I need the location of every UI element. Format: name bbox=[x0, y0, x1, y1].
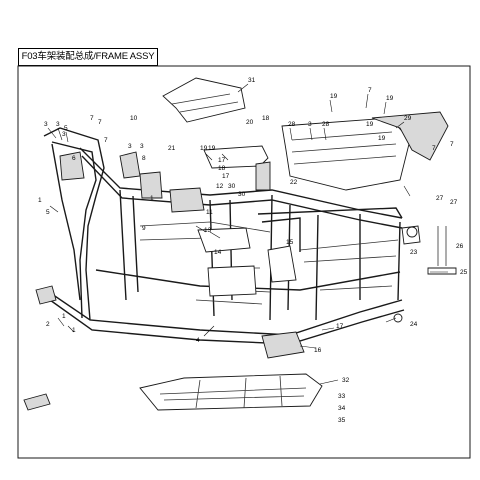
callout-5: 5 bbox=[46, 209, 50, 216]
fwd-arrow-icon bbox=[23, 393, 51, 411]
callout-1: 1 bbox=[72, 327, 76, 334]
callout-8: 8 bbox=[142, 155, 146, 162]
callout-7: 7 bbox=[104, 137, 108, 144]
callout-1: 1 bbox=[62, 313, 66, 320]
callout-19: 19 bbox=[208, 145, 216, 152]
callout-3: 3 bbox=[308, 121, 312, 128]
callout-28: 28 bbox=[322, 121, 330, 128]
callout-7: 7 bbox=[368, 87, 372, 94]
callout-12: 12 bbox=[216, 183, 224, 190]
callout-20: 20 bbox=[246, 119, 254, 126]
callout-34: 34 bbox=[338, 405, 346, 412]
callout-30: 30 bbox=[238, 191, 246, 198]
part-22-bracket bbox=[203, 145, 271, 191]
callout-3: 3 bbox=[140, 143, 144, 150]
part-15 bbox=[267, 245, 297, 283]
callout-7: 7 bbox=[98, 119, 102, 126]
callout-7: 7 bbox=[90, 115, 94, 122]
callout-14: 14 bbox=[214, 249, 222, 256]
callout-19: 19 bbox=[366, 121, 374, 128]
callout-3: 3 bbox=[128, 143, 132, 150]
callout-17: 17 bbox=[336, 323, 344, 330]
callout-25: 25 bbox=[460, 269, 468, 276]
callout-17: 17 bbox=[222, 173, 230, 180]
callout-4: 4 bbox=[196, 337, 200, 344]
callout-7: 7 bbox=[432, 145, 436, 152]
callout-19: 19 bbox=[386, 95, 394, 102]
callout-7: 7 bbox=[450, 141, 454, 148]
callout-24: 24 bbox=[410, 321, 418, 328]
callout-5: 5 bbox=[64, 125, 68, 132]
callout-26: 26 bbox=[456, 243, 464, 250]
callout-9: 9 bbox=[142, 225, 146, 232]
callout-3: 3 bbox=[44, 121, 48, 128]
callout-2: 2 bbox=[46, 321, 50, 328]
callout-17: 17 bbox=[218, 157, 226, 164]
callout-1: 1 bbox=[150, 195, 154, 202]
callout-10: 10 bbox=[130, 115, 138, 122]
callout-3: 3 bbox=[62, 131, 66, 138]
front-brackets bbox=[35, 151, 205, 305]
callout-29: 29 bbox=[404, 115, 412, 122]
callout-16: 16 bbox=[314, 347, 322, 354]
callout-33: 33 bbox=[338, 393, 346, 400]
callout-35: 35 bbox=[338, 417, 346, 424]
callout-22: 22 bbox=[290, 179, 298, 186]
callout-28: 28 bbox=[288, 121, 296, 128]
callout-23: 23 bbox=[410, 249, 418, 256]
callout-32: 32 bbox=[342, 377, 350, 384]
callout-11: 11 bbox=[206, 209, 213, 216]
callout-30: 30 bbox=[228, 183, 236, 190]
callout-15: 15 bbox=[286, 239, 294, 246]
right-side-parts bbox=[401, 225, 457, 275]
part-24 bbox=[393, 313, 403, 323]
part-14-plate bbox=[197, 227, 257, 297]
diagram-border bbox=[17, 65, 471, 459]
callout-3: 3 bbox=[56, 121, 60, 128]
callout-19: 19 bbox=[200, 145, 208, 152]
callout-31: 31 bbox=[248, 77, 256, 84]
callout-13: 13 bbox=[204, 227, 212, 234]
part-31-panel bbox=[162, 77, 246, 123]
callout-6: 6 bbox=[72, 155, 76, 162]
leader-lines bbox=[47, 83, 448, 385]
callout-21: 21 bbox=[168, 145, 176, 152]
part-29-rear-rack bbox=[281, 111, 449, 191]
part-32-skid-plate bbox=[139, 373, 323, 411]
callout-18: 18 bbox=[262, 115, 270, 122]
callout-19: 19 bbox=[330, 93, 338, 100]
callout-27: 27 bbox=[450, 199, 458, 206]
part-16-skid bbox=[261, 331, 305, 359]
callout-1: 1 bbox=[38, 197, 42, 204]
callout-19: 19 bbox=[378, 135, 386, 142]
callout-18: 18 bbox=[218, 165, 226, 172]
callout-27: 27 bbox=[436, 195, 444, 202]
